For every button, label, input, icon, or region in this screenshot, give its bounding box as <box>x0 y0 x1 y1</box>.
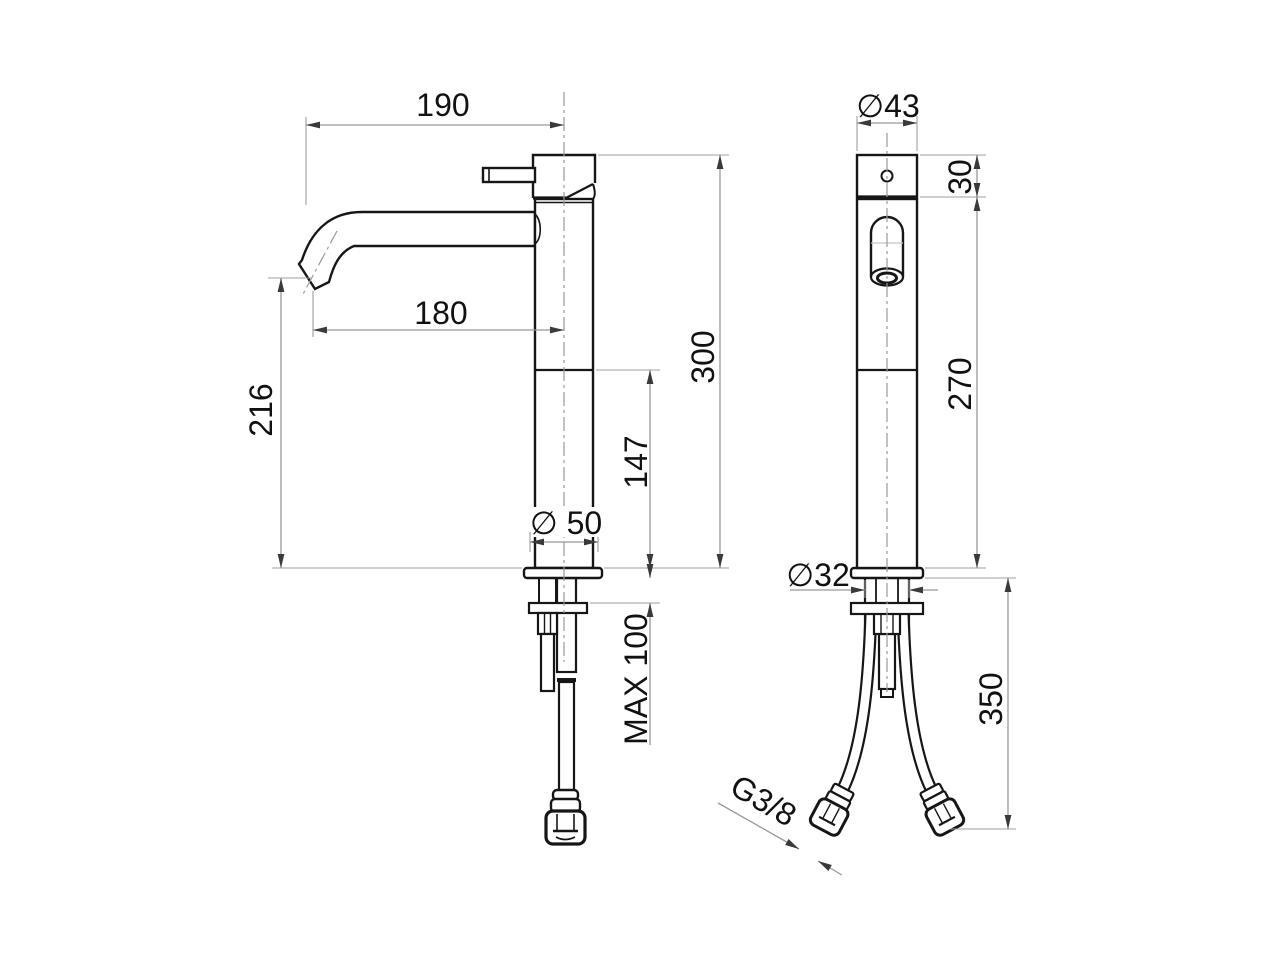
side-stud-rod <box>539 632 556 693</box>
side-cap-slant <box>565 183 594 199</box>
dim-label-147: 147 <box>618 435 654 488</box>
dim-label-190: 190 <box>416 87 469 123</box>
dim-label-30: 30 <box>942 159 978 195</box>
side-shank-tube <box>555 576 578 674</box>
dim-label-g38: G3/8 <box>724 768 802 834</box>
side-spout <box>297 210 537 291</box>
label-mask-d50 <box>531 507 601 537</box>
leader-line-g38 <box>717 802 800 850</box>
side-view <box>297 153 604 846</box>
side-mounting-washer <box>527 601 589 615</box>
side-hose <box>557 680 576 794</box>
dimension-lines <box>268 116 1016 876</box>
dim-label-270: 270 <box>942 357 978 410</box>
front-fitting-right <box>919 782 966 837</box>
dim-label-216: 216 <box>243 383 279 436</box>
side-cap-slant-arc <box>591 183 596 201</box>
front-hose-right <box>896 609 937 792</box>
dim-label-max100: MAX 100 <box>618 613 654 745</box>
side-nut-bottom-arc <box>555 836 576 841</box>
side-stud-hex-nut <box>536 611 559 636</box>
front-hose-left <box>837 609 878 792</box>
dim-label-180: 180 <box>414 295 467 331</box>
spout-tip-axis <box>301 230 338 297</box>
dim-label-d43: ∅43 <box>856 88 919 124</box>
dim-label-300: 300 <box>685 330 721 383</box>
front-fitting-left <box>808 782 855 837</box>
side-handle-lever <box>481 166 537 184</box>
side-spout-fillet <box>534 213 542 245</box>
dim-label-d50: ∅ 50 <box>530 505 602 541</box>
side-hose-nut <box>544 809 587 846</box>
dim-label-350: 350 <box>973 672 1009 725</box>
dim-label-d32: ∅32 <box>786 557 849 593</box>
side-base-plate <box>522 566 604 580</box>
centerlines <box>301 92 888 692</box>
